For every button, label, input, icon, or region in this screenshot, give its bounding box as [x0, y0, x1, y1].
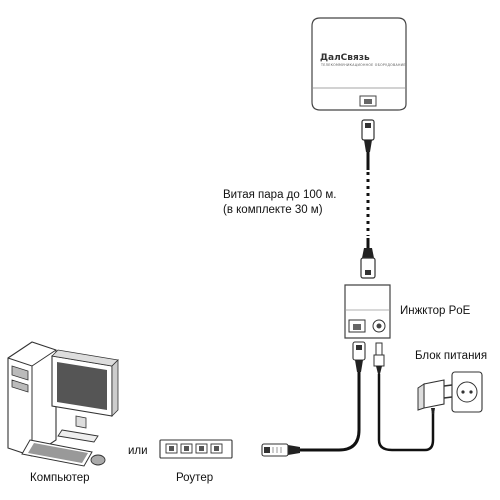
tower-drive-bay-1: [11, 365, 29, 381]
router-label: Роутер: [176, 472, 214, 484]
computer-label: Компьютер: [30, 472, 90, 484]
mouse: [90, 454, 106, 466]
power-cable: [377, 374, 435, 452]
wall-socket: [451, 371, 483, 413]
injector-cables: [300, 341, 435, 452]
router: [159, 439, 233, 459]
device-brand-tagline: ТЕЛЕКОММУНИКАЦИОННОЕ ОБОРУДОВАНИЕ: [320, 63, 406, 67]
rj45-connector-lan: [352, 341, 366, 361]
cable-label-line1: Витая пара до 100 м.: [223, 189, 337, 201]
poe-injector: [344, 284, 391, 339]
device-port-contacts: [364, 99, 372, 104]
power-supply: [417, 379, 453, 414]
tower-drive-bay-2: [11, 379, 29, 393]
cable-label-line2: (в комплекте 30 м): [223, 204, 323, 216]
or-label: или: [128, 445, 148, 457]
rj45-connector-bottom: [360, 257, 376, 279]
device-brand-logo: ДалСвязь: [320, 53, 370, 63]
rj45-connector-router: [261, 443, 300, 457]
twisted-pair-cable: [360, 119, 376, 279]
lan-cable: [300, 372, 361, 452]
computer: [7, 341, 119, 467]
power-supply-label: Блок питания: [415, 350, 488, 362]
dc-plug: [375, 342, 383, 356]
injector-label: Инжктор PoE: [400, 305, 471, 317]
poe-device: ДалСвязь ТЕЛЕКОММУНИКАЦИОННОЕ ОБОРУДОВАН…: [311, 17, 407, 111]
